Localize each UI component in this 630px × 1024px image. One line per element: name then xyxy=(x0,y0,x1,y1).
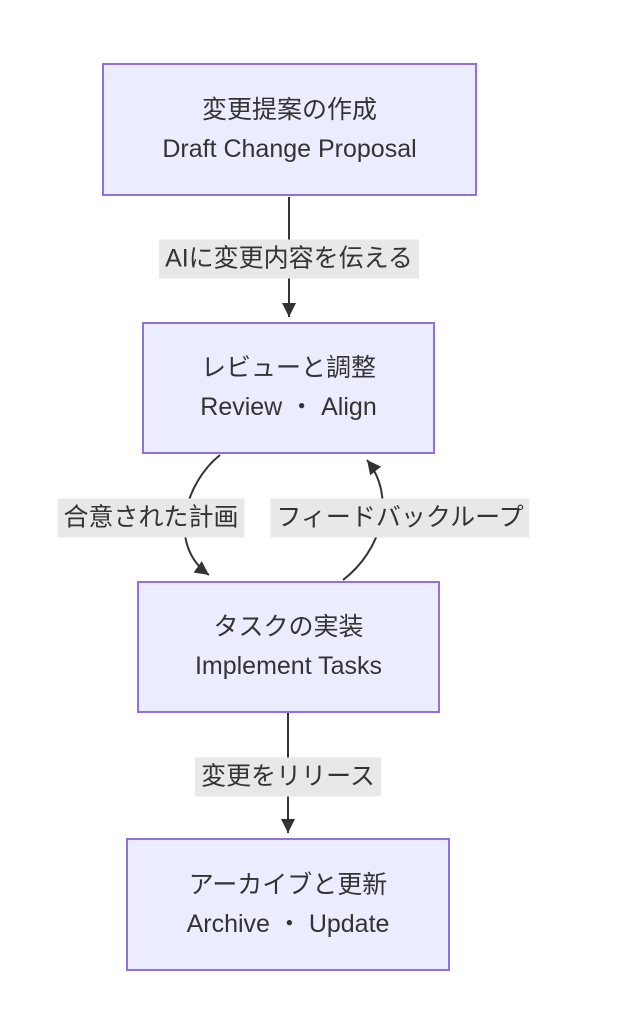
node-draft-label-ja: 変更提案の作成 xyxy=(201,95,377,124)
edge-label-release-changes: 変更をリリース xyxy=(195,757,381,797)
node-draft-label-en: Draft Change Proposal xyxy=(162,134,417,163)
node-implement-label-ja: タスクの実装 xyxy=(213,613,364,641)
edge-label-agreed-plan: 合意された計画 xyxy=(57,498,245,538)
edge-label-tell-ai-changes: AIに変更内容を伝える xyxy=(159,239,419,279)
node-draft-change-proposal: 変更提案の作成 Draft Change Proposal xyxy=(102,63,477,196)
node-implement-label-en: Implement Tasks xyxy=(194,652,383,680)
edge-label-feedback-loop: フィードバックループ xyxy=(270,498,530,538)
node-archive-label-ja: アーカイブと更新 xyxy=(188,870,388,899)
node-review-label-ja: レビューと調整 xyxy=(200,354,376,382)
node-archive-label-en: Archive ・ Update xyxy=(186,909,390,938)
node-implement-tasks: タスクの実装 Implement Tasks xyxy=(137,581,440,713)
node-archive-update: アーカイブと更新 Archive ・ Update xyxy=(126,838,450,971)
node-review-label-en: Review ・ Align xyxy=(200,393,377,421)
node-review-align: レビューと調整 Review ・ Align xyxy=(142,322,435,454)
